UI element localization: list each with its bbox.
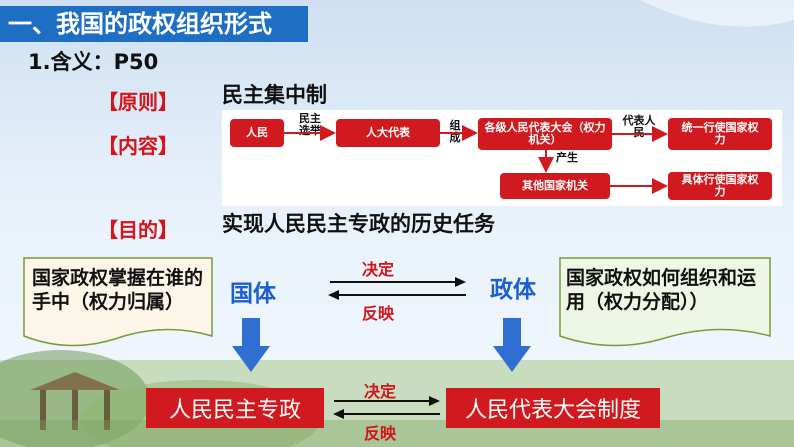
npc-box: 人大代表 (336, 119, 440, 147)
other-organs-box: 其他国家机关 (500, 173, 610, 199)
diagram-arrows (284, 125, 668, 194)
power-structure-diagram: 人民 人大代表 各级人民代表大会（权力机关） 统一行使国家权力 其他国家机关 具… (222, 110, 782, 206)
people-box: 人民 (230, 119, 284, 147)
page-title: 一、我国的政权组织形式 (0, 6, 308, 42)
left-note-shape (23, 257, 213, 347)
right-note: 国家政权如何组织和运用（权力分配）） (566, 267, 757, 313)
bottom-exchange-arrows (333, 396, 440, 419)
principle-label: 【原则】 (98, 90, 178, 114)
people-dictatorship-box: 人民民主专政 (146, 388, 324, 428)
congress-box: 各级人民代表大会（权力机关） (478, 118, 612, 150)
npc-system-box: 人民代表大会制度 (446, 388, 660, 428)
edge-compose-label: 组成 (449, 119, 461, 144)
unified-power-box: 统一行使国家权力 (668, 118, 772, 150)
purpose-value: 实现人民民主专政的历史任务 (222, 212, 495, 236)
purpose-label: 【目的】 (98, 218, 178, 242)
bottom-decide-label: 决定 (364, 382, 397, 401)
specific-power-box: 具体行使国家权力 (668, 172, 772, 200)
middle-decide-label: 决定 (362, 260, 395, 279)
principle-value: 民主集中制 (222, 83, 327, 107)
section-heading: 1.含义：P50 (28, 50, 159, 74)
middle-reflect-label: 反映 (362, 304, 395, 323)
content-label: 【内容】 (98, 134, 178, 158)
down-arrow-right-icon (493, 318, 531, 372)
edge-produce-label: 产生 (556, 151, 578, 164)
pavilion-icon (30, 372, 120, 430)
middle-exchange-arrows (328, 277, 466, 300)
down-arrow-left-icon (232, 318, 270, 372)
zhengti-label: 政体 (490, 277, 536, 303)
left-note: 国家政权掌握在谁的手中（权力归属） (32, 267, 204, 313)
guoti-label: 国体 (230, 281, 276, 307)
bottom-reflect-label: 反映 (364, 424, 397, 443)
right-note-shape (559, 257, 771, 347)
edge-represent-label: 代表人民 (622, 114, 656, 139)
